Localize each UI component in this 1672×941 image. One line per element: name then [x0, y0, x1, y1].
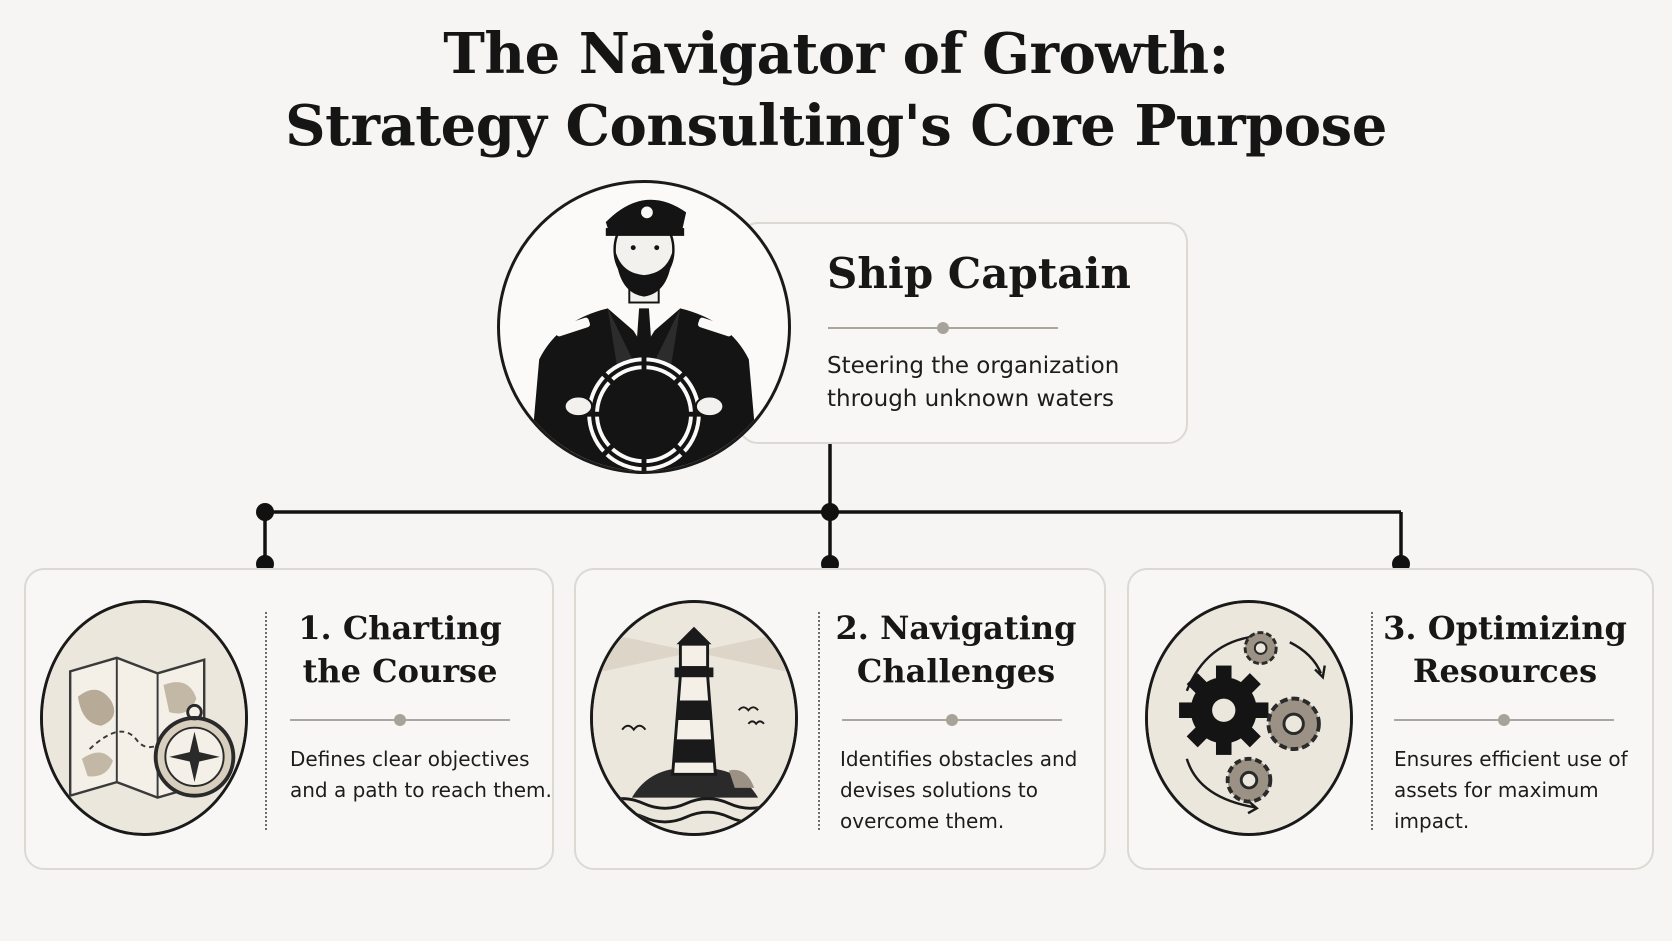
- branch-navigating-desc-line-3: overcome them.: [840, 809, 1005, 833]
- top-divider: [828, 322, 1058, 334]
- gears-icon: [1145, 600, 1353, 836]
- branch-2-dotted-separator: [818, 612, 820, 830]
- ship-captain-desc-line-2: through unknown waters: [827, 386, 1115, 412]
- connector-node: [821, 503, 839, 521]
- page-title: The Navigator of Growth: Strategy Consul…: [0, 18, 1672, 162]
- branch-1-dotted-separator: [265, 612, 267, 830]
- branch-1-divider: [290, 714, 510, 726]
- title-line-1: The Navigator of Growth:: [443, 21, 1229, 87]
- branch-3-dotted-separator: [1371, 612, 1373, 830]
- branch-charting-description: Defines clear objectives and a path to r…: [290, 744, 552, 806]
- branch-2-divider: [842, 714, 1062, 726]
- title-line-2: Strategy Consulting's Core Purpose: [285, 93, 1387, 159]
- branch-charting-heading-line-1: 1. Charting: [298, 609, 502, 647]
- branch-charting-heading: 1. Charting the Course: [280, 607, 520, 693]
- branch-optimizing-desc-line-3: impact.: [1394, 809, 1470, 833]
- branch-charting-heading-line-2: the Course: [302, 652, 498, 690]
- branch-navigating-heading-line-2: Challenges: [856, 652, 1056, 690]
- branch-optimizing-desc-line-1: Ensures efficient use of: [1394, 747, 1628, 771]
- branch-optimizing-desc-line-2: assets for maximum: [1394, 778, 1599, 802]
- map-compass-icon: [40, 600, 248, 836]
- branch-navigating-heading-line-1: 2. Navigating: [835, 609, 1077, 647]
- lighthouse-icon: [590, 600, 798, 836]
- branch-optimizing-heading-line-1: 3. Optimizing: [1383, 609, 1627, 647]
- branch-optimizing-description: Ensures efficient use of assets for maxi…: [1394, 744, 1628, 837]
- ship-captain-description: Steering the organization through unknow…: [827, 350, 1119, 416]
- branch-navigating-heading: 2. Navigating Challenges: [826, 607, 1086, 693]
- ship-captain-illustration-icon: [497, 180, 791, 474]
- branch-navigating-description: Identifies obstacles and devises solutio…: [840, 744, 1077, 837]
- branch-charting-desc-line-2: and a path to reach them.: [290, 778, 552, 802]
- branch-optimizing-heading-line-2: Resources: [1412, 652, 1598, 690]
- ship-captain-card: [738, 222, 1188, 444]
- ship-captain-heading: Ship Captain: [827, 249, 1131, 298]
- connector-node: [256, 503, 274, 521]
- branch-charting-desc-line-1: Defines clear objectives: [290, 747, 530, 771]
- branch-3-divider: [1394, 714, 1614, 726]
- branch-navigating-desc-line-1: Identifies obstacles and: [840, 747, 1078, 771]
- ship-captain-desc-line-1: Steering the organization: [827, 353, 1120, 379]
- branch-optimizing-heading: 3. Optimizing Resources: [1380, 607, 1630, 693]
- branch-navigating-desc-line-2: devises solutions to: [840, 778, 1038, 802]
